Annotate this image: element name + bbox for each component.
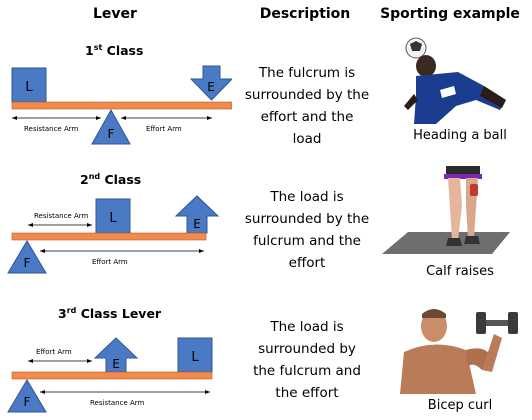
floor-mat <box>382 232 510 254</box>
left-leg <box>448 178 462 240</box>
arrow-head <box>87 223 92 227</box>
effort-arrow-down <box>189 65 232 101</box>
waistband <box>444 174 482 179</box>
jersey-logo <box>440 86 456 98</box>
arrow-head <box>28 223 33 227</box>
fulcrum-triangle <box>91 108 131 145</box>
desc-line: The load is <box>270 189 344 205</box>
desc-line: load <box>292 131 322 147</box>
heading-a-ball-caption: Heading a ball <box>413 128 507 143</box>
desc-line: the effort <box>275 385 339 401</box>
header-description: Description <box>259 6 351 22</box>
bicep-curl-photo <box>400 309 518 394</box>
fulcrum-label: F <box>24 395 31 409</box>
player-head <box>416 55 436 77</box>
desc-line: surrounded by the <box>244 211 370 227</box>
load-label: L <box>191 350 199 365</box>
fulcrum-label: F <box>24 256 31 270</box>
header-lever: Lever <box>93 6 137 22</box>
second-class-lever-diagram: 2nd Class Resistance Arm L E F Effort Ar… <box>7 172 220 274</box>
lever-beam <box>11 101 232 110</box>
desc-line: surrounded by <box>258 341 356 357</box>
arrow-head <box>205 390 210 394</box>
athlete-torso <box>400 344 476 394</box>
fulcrum-label: F <box>108 127 115 141</box>
desc-line: surrounded by the <box>244 87 370 103</box>
dumbbell-weight-left <box>476 312 486 334</box>
first-class-lever-diagram: 1st Class L E F Resistance Arm Effort Ar… <box>11 43 232 145</box>
load-label: L <box>25 80 33 95</box>
resistance-arm-label: Resistance Arm <box>90 399 144 407</box>
dumbbell <box>470 184 478 196</box>
calf-raises-photo <box>382 166 510 254</box>
resistance-arm-label: Resistance Arm <box>34 212 88 220</box>
player-arm-left <box>404 94 418 110</box>
effort-arm-label: Effort Arm <box>146 125 182 133</box>
calf-raises-caption: Calf raises <box>426 264 494 279</box>
third-class-title: 3rd Class Lever <box>58 306 162 321</box>
third-class-lever-diagram: 3rd Class Lever Effort Arm E L F Resista… <box>7 306 213 413</box>
header-sporting-example: Sporting example <box>380 6 520 22</box>
third-class-description: The load is surrounded by the fulcrum an… <box>232 316 382 404</box>
effort-label: E <box>193 217 201 231</box>
effort-arm-label: Effort Arm <box>36 348 72 356</box>
fulcrum-triangle <box>7 240 47 274</box>
row-third-class: 3rd Class Lever Effort Arm E L F Resista… <box>0 272 532 413</box>
resistance-arm-label: Resistance Arm <box>24 125 78 133</box>
fulcrum-triangle <box>7 379 47 413</box>
ball-pattern <box>410 41 422 51</box>
arrow-head <box>207 116 212 120</box>
second-class-description: The load is surrounded by the fulcrum an… <box>232 186 382 274</box>
load-label: L <box>109 211 117 226</box>
effort-label: E <box>112 357 120 371</box>
desc-line: effort <box>288 255 326 271</box>
athlete-hair <box>422 309 446 318</box>
desc-line: fulcrum and the <box>253 233 361 249</box>
bicep-curl-caption: Bicep curl <box>427 398 493 413</box>
load-block <box>11 67 47 103</box>
arrow-head <box>87 359 92 363</box>
arrow-head <box>121 116 126 120</box>
right-foot <box>464 236 480 244</box>
second-class-title: 2nd Class <box>80 172 141 187</box>
first-class-title: 1st Class <box>85 43 143 58</box>
left-foot <box>446 238 462 246</box>
player-arm <box>480 86 506 108</box>
dumbbell-bar <box>482 320 512 326</box>
desc-line: The fulcrum is <box>258 65 356 81</box>
row-first-class: 1st Class L E F Resistance Arm Effort Ar… <box>0 0 532 147</box>
arrow-head <box>96 116 101 120</box>
desc-line: effort and the <box>260 109 354 125</box>
heading-a-ball-photo <box>404 37 506 124</box>
first-class-description: The fulcrum is surrounded by the effort … <box>232 62 382 150</box>
arrow-head <box>12 116 17 120</box>
effort-arm-label: Effort Arm <box>92 258 128 266</box>
lever-beam <box>11 232 207 241</box>
arrow-head <box>199 249 204 253</box>
desc-line: the fulcrum and <box>253 363 361 379</box>
load-block <box>177 337 213 373</box>
lever-beam <box>11 371 213 380</box>
arrow-head <box>28 359 33 363</box>
dumbbell-weight-right <box>508 312 518 334</box>
row-second-class: 2nd Class Resistance Arm L E F Effort Ar… <box>0 136 532 279</box>
athlete-forearm <box>482 334 502 372</box>
arrow-head <box>40 390 45 394</box>
arrow-head <box>40 249 45 253</box>
effort-label: E <box>207 80 215 94</box>
desc-line: The load is <box>270 319 344 335</box>
shorts <box>446 166 480 176</box>
player-jersey <box>414 72 506 124</box>
